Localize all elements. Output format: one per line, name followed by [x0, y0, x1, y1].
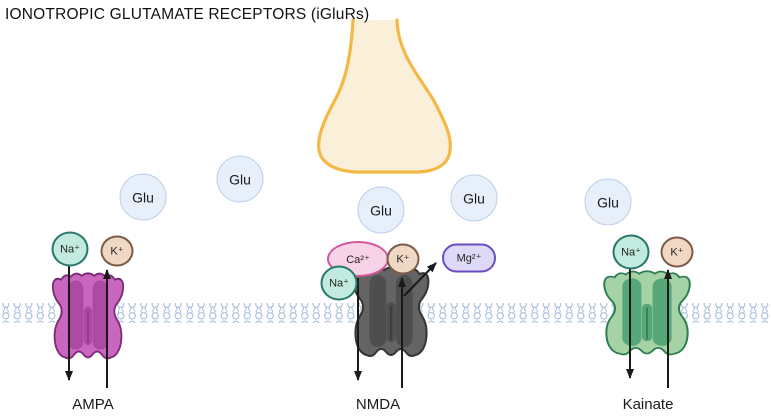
- glutamate-molecule: Glu: [119, 173, 167, 221]
- nmda-sodium-ion: Na⁺: [320, 265, 358, 301]
- ampa-sodium-ion: Na⁺: [51, 231, 89, 267]
- glutamate-molecule: Glu: [584, 178, 632, 226]
- presynaptic-terminal: [317, 18, 452, 174]
- kainate-potassium-ion: K⁺: [660, 236, 694, 268]
- nmda-magnesium-ion: Mg²⁺: [442, 243, 496, 273]
- nmda-label: NMDA: [355, 396, 401, 413]
- glu-label: Glu: [132, 189, 154, 205]
- glu-label: Glu: [463, 190, 485, 206]
- glutamate-molecule: Glu: [216, 155, 264, 203]
- nmda-mg-release-arrow: [403, 262, 437, 297]
- kainate-label: Kainate: [622, 396, 674, 413]
- glu-label: Glu: [370, 202, 392, 218]
- glu-label: Glu: [229, 171, 251, 187]
- kainate-sodium-ion: Na⁺: [612, 234, 650, 270]
- kainate-receptor: [603, 270, 691, 356]
- glu-label: Glu: [597, 194, 619, 210]
- page-title: IONOTROPIC GLUTAMATE RECEPTORS (iGluRs): [5, 6, 370, 23]
- ampa-receptor: [51, 272, 125, 360]
- ampa-potassium-ion: K⁺: [100, 235, 134, 267]
- nmda-receptor: [352, 266, 430, 357]
- nmda-potassium-ion: K⁺: [386, 243, 420, 275]
- ampa-label: AMPA: [72, 396, 114, 413]
- glutamate-molecule: Glu: [450, 174, 498, 222]
- glutamate-molecule: Glu: [357, 186, 405, 234]
